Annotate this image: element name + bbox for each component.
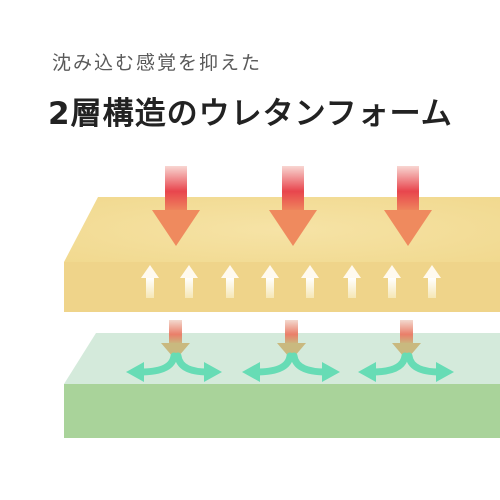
arrow-down-icon	[269, 166, 317, 246]
arrow-down-icon	[161, 320, 190, 360]
arrow-down-icon	[384, 166, 432, 246]
spread-arrows	[126, 352, 454, 382]
lower-layer-side	[64, 384, 500, 438]
arrow-down-icon	[152, 166, 200, 246]
arrow-up-icon	[221, 265, 239, 298]
subtitle: 沈み込む感覚を抑えた	[52, 52, 263, 74]
lower-pressure-arrows	[161, 320, 421, 360]
arrow-spread-icon	[126, 352, 222, 382]
pressure-arrows	[152, 166, 432, 246]
arrow-spread-icon	[242, 352, 340, 382]
arrow-up-icon	[343, 265, 361, 298]
lower-layer-top	[64, 333, 500, 384]
arrow-up-icon	[261, 265, 279, 298]
arrow-spread-icon	[358, 352, 454, 382]
foam-layers-illustration	[64, 166, 500, 438]
arrow-down-icon	[277, 320, 306, 360]
arrow-up-icon	[180, 265, 198, 298]
arrow-up-icon	[423, 265, 441, 298]
arrow-down-icon	[392, 320, 421, 360]
support-arrows	[141, 265, 441, 298]
arrow-up-icon	[383, 265, 401, 298]
arrow-up-icon	[301, 265, 319, 298]
arrow-up-icon	[141, 265, 159, 298]
page-title: 2層構造のウレタンフォーム	[48, 96, 453, 132]
